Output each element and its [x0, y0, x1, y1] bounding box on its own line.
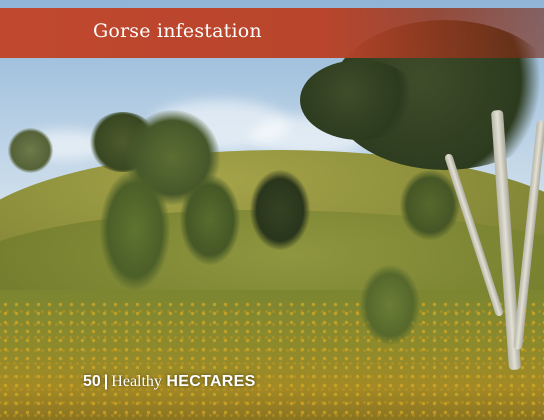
photo-caption-title: Gorse infestation [93, 20, 262, 42]
page-footer: 50|Healthy HECTARES [83, 373, 256, 391]
shrub [400, 170, 460, 240]
gorse-flowers [0, 300, 544, 420]
tree [100, 170, 170, 290]
shrub [360, 265, 420, 345]
publication-prefix: Healthy [111, 373, 162, 390]
eucalyptus-canopy [300, 60, 420, 140]
tree [8, 128, 53, 173]
tree [250, 170, 310, 250]
footer-separator: | [103, 373, 109, 390]
page-number: 50 [83, 373, 101, 390]
tree [180, 175, 240, 265]
title-banner [0, 8, 544, 58]
publication-name: HECTARES [166, 373, 256, 390]
